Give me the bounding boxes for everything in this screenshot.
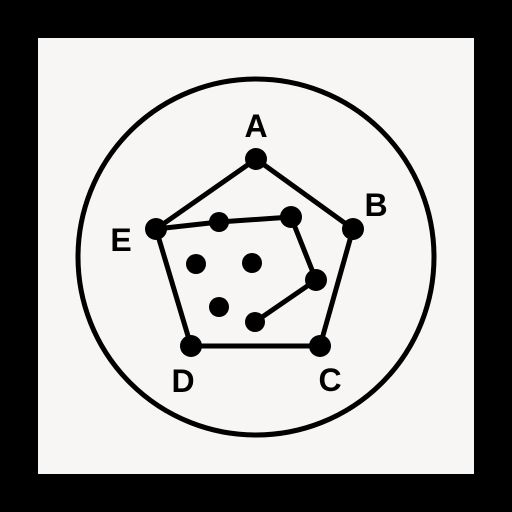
loose-dot-2 bbox=[242, 253, 262, 273]
node-a bbox=[245, 148, 267, 170]
path-node-1 bbox=[209, 212, 229, 232]
path-node-3 bbox=[305, 269, 327, 291]
label-d: D bbox=[171, 363, 194, 399]
path-node-2 bbox=[280, 206, 302, 228]
node-b bbox=[342, 218, 364, 240]
label-e: E bbox=[110, 222, 131, 258]
node-e bbox=[145, 218, 167, 240]
enclosing-circle bbox=[75, 76, 437, 438]
label-c: C bbox=[318, 362, 341, 398]
loose-dot-1 bbox=[186, 254, 206, 274]
node-d bbox=[180, 335, 202, 357]
label-b: B bbox=[364, 187, 387, 223]
loose-dot-3 bbox=[209, 297, 229, 317]
path-node-4 bbox=[245, 312, 265, 332]
outer-pentagon bbox=[153, 156, 356, 349]
label-a: A bbox=[244, 108, 267, 144]
node-c bbox=[309, 335, 331, 357]
